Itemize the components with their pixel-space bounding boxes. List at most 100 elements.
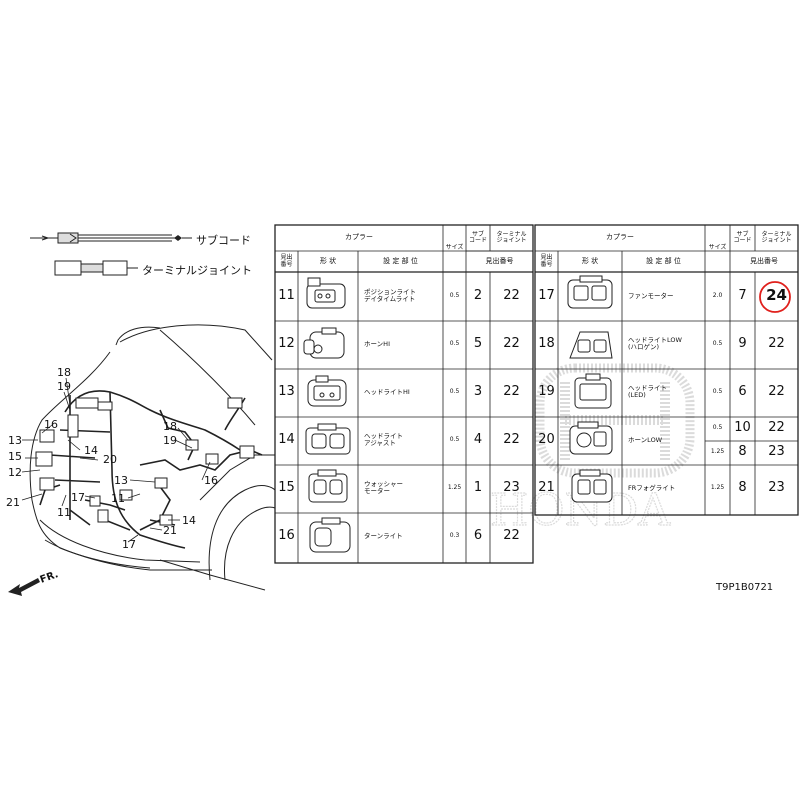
row-index-number: 17 bbox=[538, 288, 555, 304]
connector-16-shape bbox=[309, 517, 351, 553]
right-header-size: サイズ bbox=[708, 244, 727, 252]
row-terminal-joint-ref: 24 bbox=[766, 286, 787, 305]
row-sub-cord-ref: 6 bbox=[738, 384, 747, 400]
callout-label: 17 bbox=[122, 538, 136, 551]
connector-19-shape bbox=[574, 373, 612, 409]
row-location-label: ターンライト bbox=[364, 531, 403, 540]
row-terminal-joint-ref: 23 bbox=[503, 480, 520, 496]
legend-sub-cord-label: サブコード bbox=[196, 234, 251, 247]
row-terminal-joint-ref: 23 bbox=[768, 444, 785, 460]
row-terminal-joint-ref: 22 bbox=[503, 432, 520, 448]
right-table-grid bbox=[534, 224, 799, 516]
front-direction-arrow bbox=[8, 578, 40, 596]
row-sub-cord-ref: 7 bbox=[738, 288, 747, 304]
row-sub-cord-ref: 8 bbox=[738, 480, 747, 496]
row-terminal-joint-ref: 22 bbox=[503, 528, 520, 544]
callout-label: 14 bbox=[84, 444, 98, 457]
callout-label: 13 bbox=[114, 474, 128, 487]
row-wire-size: 1.25 bbox=[710, 447, 725, 455]
legend bbox=[30, 232, 192, 276]
row-index-number: 12 bbox=[278, 336, 295, 352]
left-header-location: 設 定 部 位 bbox=[383, 256, 418, 265]
row-index-number: 20 bbox=[538, 432, 555, 448]
left-header-terminal-joint: ターミナル ジョイント bbox=[496, 230, 527, 244]
row-terminal-joint-ref: 22 bbox=[503, 384, 520, 400]
left-header-shape: 形 状 bbox=[319, 256, 337, 265]
row-sub-cord-ref: 10 bbox=[734, 420, 751, 436]
left-header-ref-no: 見出番号 bbox=[485, 256, 514, 265]
callout-label: 17 bbox=[71, 491, 85, 504]
row-location-label: ヘッドライト アジャスト bbox=[364, 432, 403, 447]
right-header-sub-cord: サブ コード bbox=[733, 230, 752, 244]
connector-21-shape bbox=[571, 469, 613, 503]
row-location-label: ファンモーター bbox=[628, 291, 674, 300]
callout-label: 15 bbox=[8, 450, 22, 463]
callout-label: 19 bbox=[57, 380, 71, 393]
car-front-outline bbox=[29, 324, 276, 591]
right-header-index-no: 見出 番号 bbox=[540, 254, 553, 268]
right-header-terminal-joint: ターミナル ジョイント bbox=[761, 230, 792, 244]
row-location-label: ポジションライト デイタイムライト bbox=[364, 288, 416, 303]
callout-label: 19 bbox=[163, 434, 177, 447]
row-location-label: FRフォグライト bbox=[628, 483, 676, 492]
left-header-coupler: カプラー bbox=[345, 233, 373, 242]
row-index-number: 16 bbox=[278, 528, 295, 544]
callout-label: 12 bbox=[8, 466, 22, 479]
row-sub-cord-ref: 9 bbox=[738, 336, 747, 352]
right-header-ref-no: 見出番号 bbox=[750, 256, 778, 265]
row-location-label: ヘッドライト (LED) bbox=[628, 384, 667, 399]
left-table-grid bbox=[274, 224, 534, 564]
row-terminal-joint-ref: 22 bbox=[768, 420, 785, 436]
row-wire-size: 0.5 bbox=[449, 339, 460, 347]
row-sub-cord-ref: 4 bbox=[473, 432, 483, 448]
row-sub-cord-ref: 3 bbox=[473, 384, 483, 400]
left-header-sub-cord: サブ コード bbox=[468, 230, 487, 244]
row-wire-size: 0.5 bbox=[449, 435, 460, 443]
right-header-location: 設 定 部 位 bbox=[646, 256, 681, 265]
right-header-shape: 形 状 bbox=[581, 256, 599, 265]
callout-leaders bbox=[21, 377, 211, 543]
row-index-number: 13 bbox=[278, 384, 295, 400]
connector-15-shape bbox=[308, 469, 348, 503]
row-sub-cord-ref: 8 bbox=[738, 444, 747, 460]
highlight-circle bbox=[759, 281, 791, 313]
row-wire-size: 0.5 bbox=[449, 387, 460, 395]
callout-label: 11 bbox=[57, 506, 71, 519]
wiring-harness bbox=[39, 390, 263, 549]
legend-terminal-joint-label: ターミナルジョイント bbox=[142, 264, 252, 277]
left-header-size: サイズ bbox=[445, 244, 464, 252]
callout-label: 16 bbox=[204, 474, 218, 487]
callout-label: 18 bbox=[163, 420, 177, 433]
callout-label: 18 bbox=[57, 366, 71, 379]
row-sub-cord-ref: 6 bbox=[473, 528, 483, 544]
callout-label: 13 bbox=[8, 434, 22, 447]
connector-20-shape bbox=[569, 421, 613, 455]
callout-label: 21 bbox=[6, 496, 20, 509]
row-location-label: ウォッシャー モーター bbox=[364, 480, 403, 495]
connector-18-shape bbox=[569, 331, 613, 359]
callout-label: 21 bbox=[163, 524, 177, 537]
callout-label: 16 bbox=[44, 418, 58, 431]
row-sub-cord-ref: 2 bbox=[473, 288, 483, 304]
row-sub-cord-ref: 1 bbox=[473, 480, 483, 496]
row-index-number: 21 bbox=[538, 480, 555, 496]
row-index-number: 15 bbox=[278, 480, 295, 496]
connector-11-shape bbox=[306, 277, 346, 309]
row-index-number: 11 bbox=[278, 288, 295, 304]
part-code: T9P1B0721 bbox=[716, 582, 774, 593]
callout-label: 20 bbox=[103, 453, 117, 466]
callout-label: 14 bbox=[182, 514, 196, 527]
row-location-label: ヘッドライトHI bbox=[364, 387, 410, 396]
row-index-number: 18 bbox=[538, 336, 555, 352]
row-terminal-joint-ref: 22 bbox=[503, 336, 520, 352]
connector-13-shape bbox=[307, 375, 347, 407]
row-location-label: ホーンHI bbox=[364, 339, 390, 348]
row-wire-size: 0.5 bbox=[712, 387, 723, 395]
row-wire-size: 2.0 bbox=[712, 291, 723, 299]
row-wire-size: 1.25 bbox=[447, 483, 462, 491]
left-header-index-no: 見出 番号 bbox=[280, 254, 293, 268]
row-terminal-joint-ref: 22 bbox=[768, 336, 785, 352]
callout-label: 11 bbox=[111, 492, 125, 505]
row-wire-size: 0.5 bbox=[449, 291, 460, 299]
